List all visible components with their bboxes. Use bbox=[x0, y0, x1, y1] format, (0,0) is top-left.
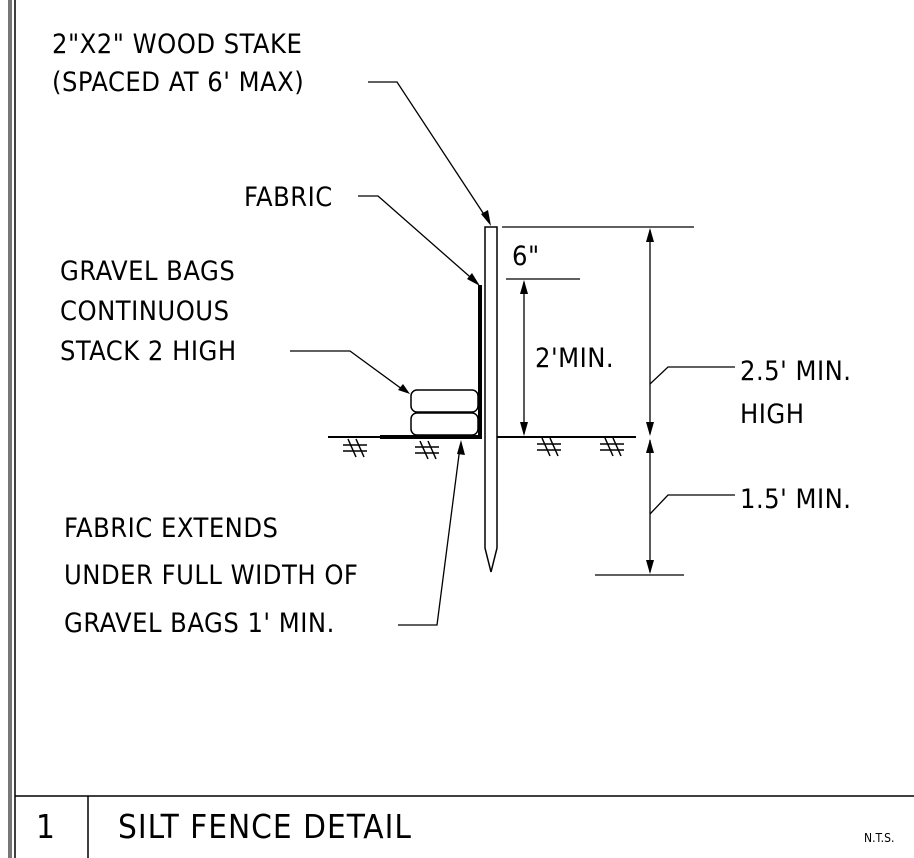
extension-lines bbox=[502, 226, 694, 576]
leader-lines bbox=[290, 81, 735, 626]
dim-15-label: 1.5' MIN. bbox=[740, 484, 852, 515]
gravel-bag-upper bbox=[410, 389, 479, 413]
stake-leader bbox=[368, 81, 490, 223]
detail-number: 1 bbox=[36, 807, 56, 846]
scale-label: N.T.S. bbox=[864, 831, 894, 845]
gravel-leader bbox=[290, 350, 407, 393]
gravel-label-line3: STACK 2 HIGH bbox=[60, 336, 237, 367]
stake-arrowhead bbox=[481, 210, 491, 226]
gravel-label-line2: CONTINUOUS bbox=[60, 296, 230, 327]
dim-25-leader bbox=[649, 366, 735, 385]
dimension-arrowheads bbox=[520, 228, 654, 574]
fabric-label: FABRIC bbox=[244, 182, 333, 213]
fabric-extends-label-line3: GRAVEL BAGS 1' MIN. bbox=[64, 608, 335, 639]
fabric-leader bbox=[358, 195, 478, 284]
wood-stake bbox=[484, 226, 498, 573]
fabric-extends-label-line2: UNDER FULL WIDTH OF bbox=[64, 560, 358, 591]
gravel-label-line1: GRAVEL BAGS bbox=[60, 256, 235, 287]
dimension-lines bbox=[523, 230, 651, 572]
dim-25-label-line1: 2.5' MIN. bbox=[740, 356, 852, 387]
sheet-left-border bbox=[8, 0, 12, 858]
fabric-arrowhead bbox=[467, 273, 480, 286]
fabric bbox=[380, 285, 482, 439]
detail-title: SILT FENCE DETAIL bbox=[118, 807, 412, 846]
gravel-arrowhead bbox=[398, 384, 410, 394]
dim-25-label-line2: HIGH bbox=[740, 399, 805, 430]
fabric-extends-leader bbox=[398, 446, 461, 626]
dim-15-leader bbox=[649, 494, 735, 515]
fabric-extends-label-line1: FABRIC EXTENDS bbox=[64, 513, 278, 544]
dim-6in-label: 6" bbox=[512, 241, 540, 272]
soil-hatch-marks bbox=[343, 437, 624, 460]
stake-label-line1: 2"X2" WOOD STAKE bbox=[52, 29, 302, 60]
leader-arrowheads bbox=[398, 210, 491, 455]
title-block: 1 SILT FENCE DETAIL N.T.S. bbox=[15, 795, 914, 858]
gravel-bag-lower bbox=[410, 412, 479, 436]
stake-label-line2: (SPACED AT 6' MAX) bbox=[52, 67, 304, 98]
dim-2min-label: 2'MIN. bbox=[535, 343, 614, 374]
fabric-extends-arrowhead bbox=[457, 440, 465, 455]
